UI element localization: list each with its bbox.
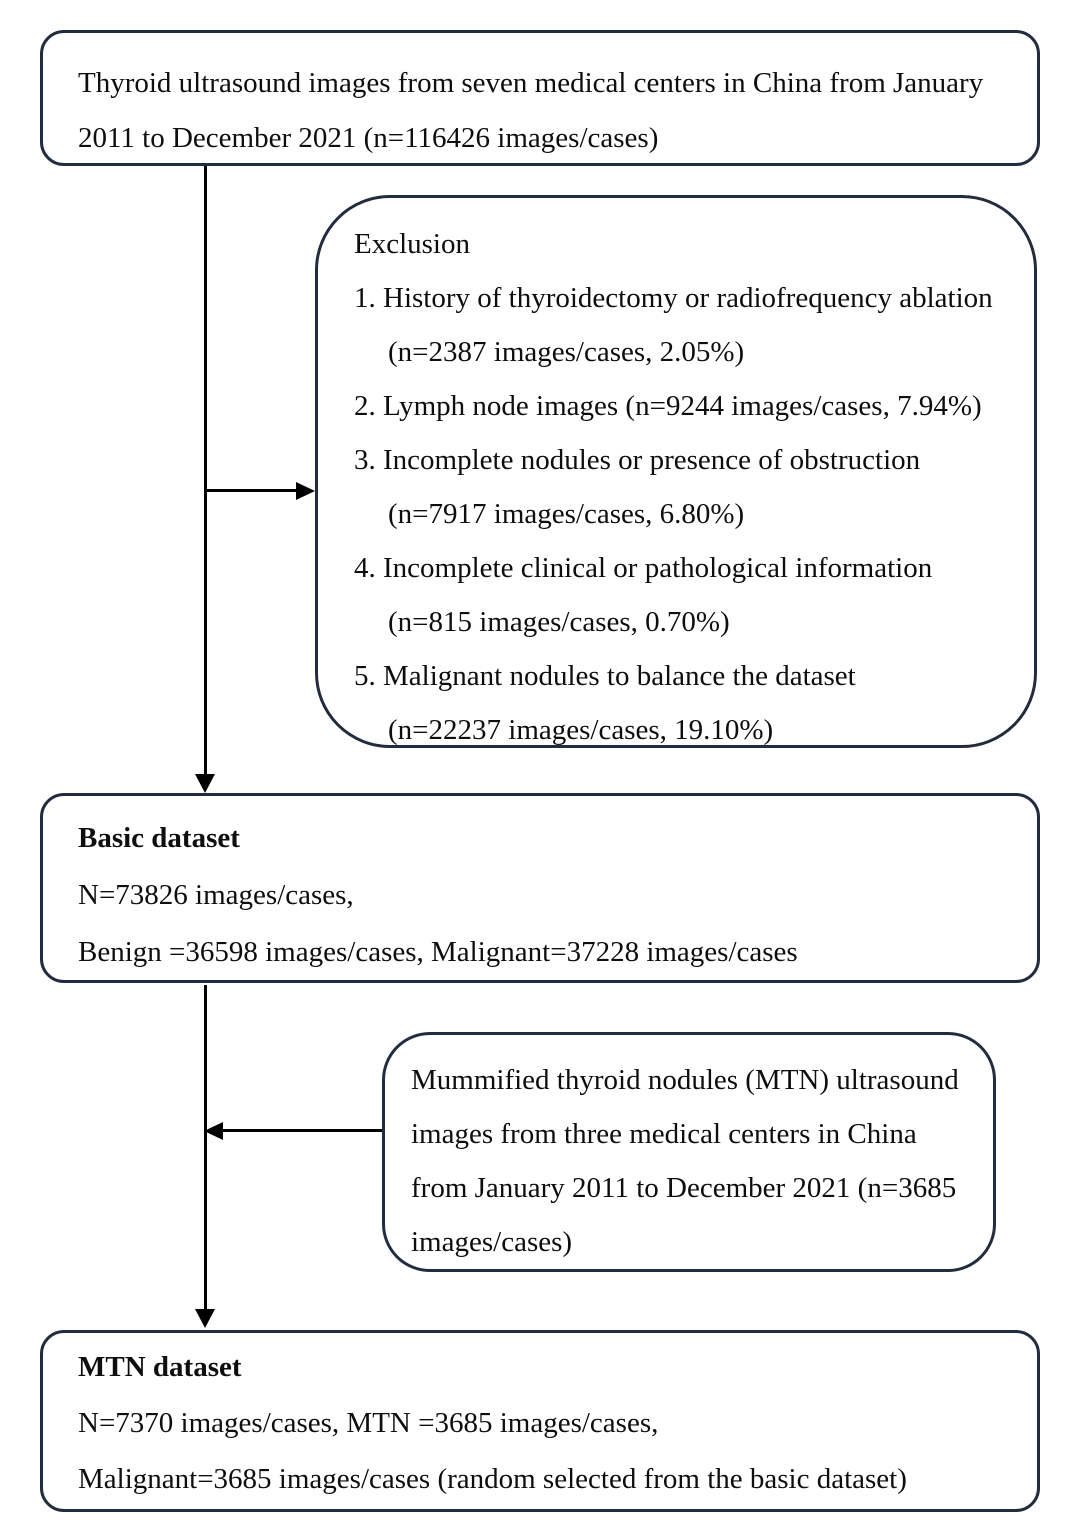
basic-dataset-split: Benign =36598 images/cases, Malignant=37… (78, 936, 798, 968)
mtn-source-line-4: images/cases) (411, 1226, 573, 1258)
source-data-box: Thyroid ultrasound images from seven med… (40, 30, 1040, 166)
connector-mtn-source-to-main (222, 1129, 382, 1132)
exclusion-box: Exclusion 1. History of thyroidectomy or… (315, 195, 1037, 748)
mtn-dataset-split: Malignant=3685 images/cases (random sele… (78, 1463, 907, 1495)
connector-basic-to-mtn (204, 985, 207, 1311)
arrowhead-right-to-exclusion-icon (296, 482, 315, 500)
arrowhead-down-to-mtn-icon (195, 1309, 215, 1328)
basic-dataset-total: N=73826 images/cases, (78, 879, 354, 911)
exclusion-title: Exclusion (354, 228, 470, 260)
exclusion-item-4: 4. Incomplete clinical or pathological i… (354, 552, 933, 584)
connector-branch-to-exclusion (205, 489, 298, 492)
basic-dataset-title: Basic dataset (78, 822, 240, 854)
exclusion-item-1-count: (n=2387 images/cases, 2.05%) (388, 336, 745, 368)
mtn-source-line-3: from January 2011 to December 2021 (n=36… (411, 1172, 957, 1204)
exclusion-item-4-count: (n=815 images/cases, 0.70%) (388, 606, 730, 638)
mtn-dataset-total: N=7370 images/cases, MTN =3685 images/ca… (78, 1407, 659, 1439)
mtn-dataset-title: MTN dataset (78, 1351, 242, 1383)
mtn-source-line-2: images from three medical centers in Chi… (411, 1118, 917, 1150)
exclusion-item-3: 3. Incomplete nodules or presence of obs… (354, 444, 921, 476)
source-text-line-2: 2011 to December 2021 (n=116426 images/c… (78, 122, 659, 154)
mtn-source-box: Mummified thyroid nodules (MTN) ultrasou… (382, 1032, 996, 1272)
exclusion-item-5-count: (n=22237 images/cases, 19.10%) (388, 714, 774, 746)
exclusion-item-3-count: (n=7917 images/cases, 6.80%) (388, 498, 745, 530)
arrowhead-left-from-mtn-source-icon (204, 1122, 223, 1140)
basic-dataset-box: Basic dataset N=73826 images/cases, Beni… (40, 793, 1040, 983)
arrowhead-down-to-basic-icon (195, 774, 215, 793)
mtn-dataset-box: MTN dataset N=7370 images/cases, MTN =36… (40, 1330, 1040, 1512)
source-text-line-1: Thyroid ultrasound images from seven med… (78, 67, 984, 99)
exclusion-item-2: 2. Lymph node images (n=9244 images/case… (354, 390, 982, 422)
exclusion-item-5: 5. Malignant nodules to balance the data… (354, 660, 856, 692)
connector-source-to-basic (204, 166, 207, 776)
mtn-source-line-1: Mummified thyroid nodules (MTN) ultrasou… (411, 1064, 959, 1096)
exclusion-item-1: 1. History of thyroidectomy or radiofreq… (354, 282, 993, 314)
